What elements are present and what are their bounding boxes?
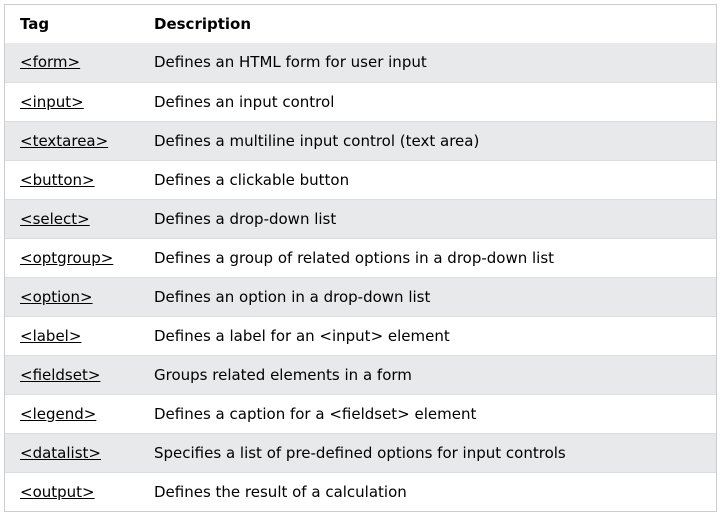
tag-cell: <textarea> [5,121,139,160]
tag-cell: <option> [5,277,139,316]
tag-link-output[interactable]: <output> [20,482,95,501]
table-body: <form> Defines an HTML form for user inp… [5,43,716,511]
table-row: <form> Defines an HTML form for user inp… [5,43,716,82]
form-tags-table: Tag Description <form> Defines an HTML f… [4,4,717,512]
tag-link-optgroup[interactable]: <optgroup> [20,248,114,267]
table-row: <fieldset> Groups related elements in a … [5,355,716,394]
tag-link-label[interactable]: <label> [20,326,82,345]
tag-link-legend[interactable]: <legend> [20,404,97,423]
tag-cell: <legend> [5,394,139,433]
description-cell: Defines a caption for a <fieldset> eleme… [154,404,477,423]
table-row: <output> Defines the result of a calcula… [5,472,716,511]
description-cell: Defines a label for an <input> element [154,326,450,345]
table-row: <option> Defines an option in a drop-dow… [5,277,716,316]
tag-cell: <datalist> [5,433,139,472]
description-cell: Defines a group of related options in a … [154,248,555,267]
table-row: <textarea> Defines a multiline input con… [5,121,716,160]
description-cell: Defines a clickable button [154,170,350,189]
column-header-description: Description [154,15,252,33]
tag-cell: <select> [5,199,139,238]
description-cell: Defines the result of a calculation [154,482,407,501]
column-header-tag: Tag [20,15,50,33]
tag-cell: <optgroup> [5,238,139,277]
description-cell: Groups related elements in a form [154,365,412,384]
tag-link-select[interactable]: <select> [20,209,90,228]
tag-cell: <button> [5,160,139,199]
table-row: <optgroup> Defines a group of related op… [5,238,716,277]
table-row: <datalist> Specifies a list of pre-defin… [5,433,716,472]
tag-link-option[interactable]: <option> [20,287,93,306]
table-row: <input> Defines an input control [5,82,716,121]
tag-link-form[interactable]: <form> [20,53,81,72]
tag-link-input[interactable]: <input> [20,92,84,111]
tag-link-fieldset[interactable]: <fieldset> [20,365,101,384]
table-row: <select> Defines a drop-down list [5,199,716,238]
header-row: Tag Description [5,5,716,43]
tag-cell: <label> [5,316,139,355]
tag-link-datalist[interactable]: <datalist> [20,443,101,462]
description-cell: Specifies a list of pre-defined options … [154,443,566,462]
description-cell: Defines an input control [154,92,335,111]
table-header: Tag Description [5,5,716,43]
tag-cell: <input> [5,82,139,121]
table-row: <label> Defines a label for an <input> e… [5,316,716,355]
tag-cell: <output> [5,472,139,511]
reference-table: Tag Description <form> Defines an HTML f… [5,5,716,511]
tag-link-textarea[interactable]: <textarea> [20,131,109,150]
description-cell: Defines an option in a drop-down list [154,287,431,306]
tag-link-button[interactable]: <button> [20,170,95,189]
table-row: <button> Defines a clickable button [5,160,716,199]
tag-cell: <fieldset> [5,355,139,394]
description-cell: Defines a drop-down list [154,209,337,228]
tag-cell: <form> [5,43,139,82]
description-cell: Defines a multiline input control (text … [154,131,480,150]
table-row: <legend> Defines a caption for a <fields… [5,394,716,433]
description-cell: Defines an HTML form for user input [154,53,427,72]
